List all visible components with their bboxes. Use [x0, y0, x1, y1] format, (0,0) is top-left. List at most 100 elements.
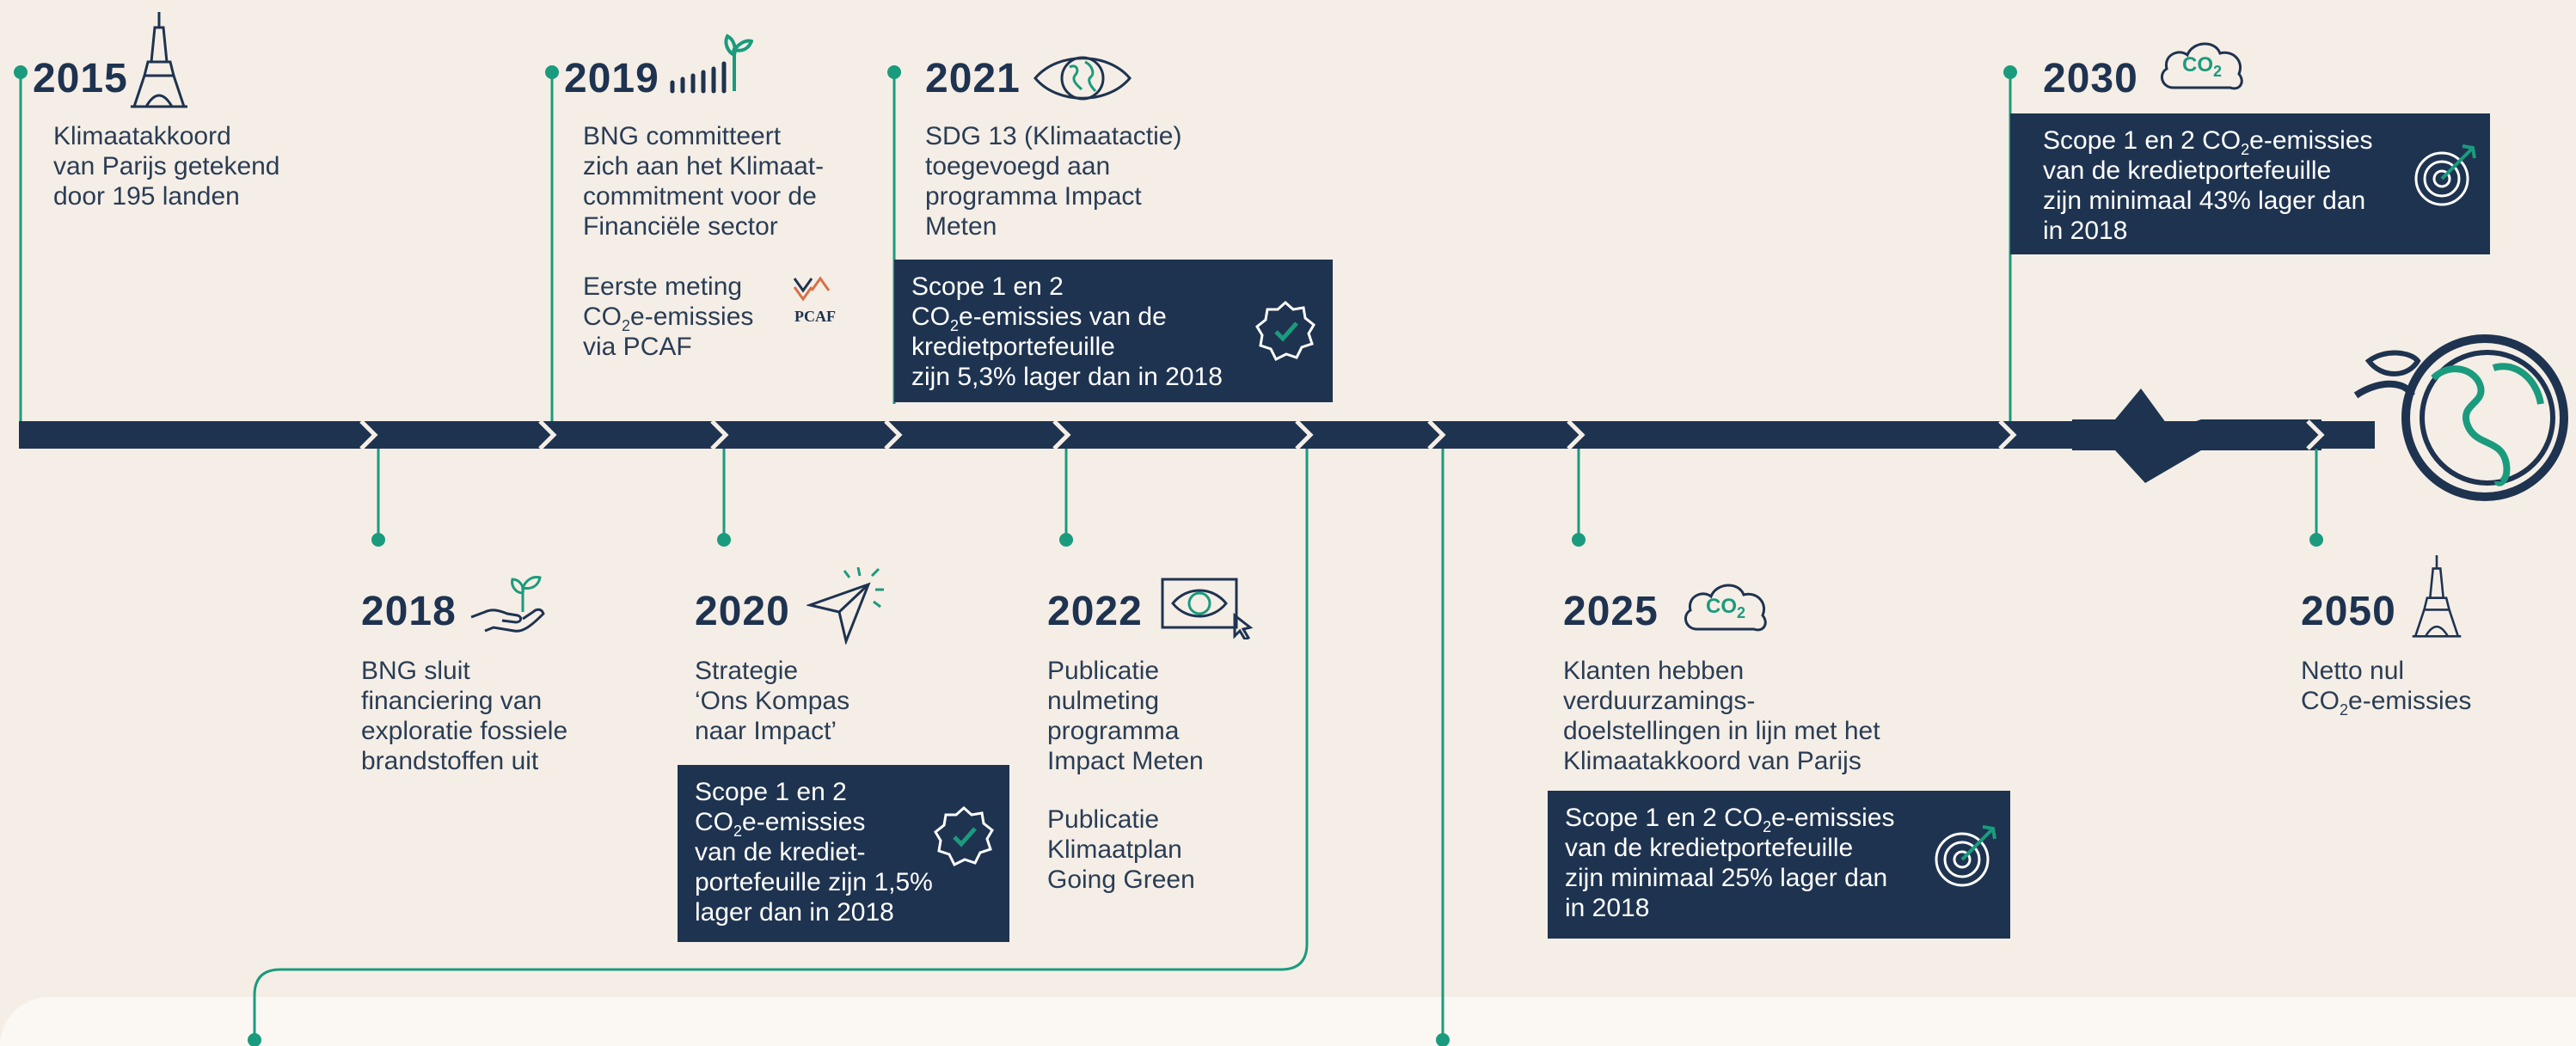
text-line: in 2018	[1565, 894, 1650, 922]
text-line: van de krediet-	[695, 838, 866, 866]
paper-plane-icon	[807, 567, 884, 645]
pcaf-logo-label: PCAF	[794, 308, 836, 325]
co2-cloud-icon: CO2	[1680, 576, 1771, 638]
milestone-2019-text: BNG committeert zich aan het Klimaat- co…	[583, 121, 824, 242]
text-line: commitment voor de	[583, 182, 817, 211]
text-line: Going Green	[1047, 866, 1195, 894]
milestone-2020-text: Strategie ‘Ons Kompas naar Impact’	[695, 656, 849, 746]
text-line: toegevoegd aan	[925, 152, 1111, 180]
co2-label: CO2	[2182, 53, 2223, 80]
year-2021: 2021	[925, 56, 1021, 101]
text-line: zijn minimaal 25% lager dan	[1565, 864, 1888, 892]
text-line: Financiële sector	[583, 212, 778, 241]
eiffel-tower-icon	[2412, 555, 2462, 638]
text-line: Scope 1 en 2	[695, 778, 847, 806]
screen-eye-icon	[1161, 578, 1254, 639]
text-line: lager dan in 2018	[695, 898, 894, 927]
text-line: nulmeting	[1047, 687, 1160, 715]
text-line: Eerste meting	[583, 272, 743, 301]
timeline-break	[2072, 388, 2321, 483]
text-line: verduurzamings-	[1563, 687, 1756, 715]
text-line: CO2e-emissies	[2301, 687, 2472, 719]
text-line: doelstellingen in lijn met het	[1563, 717, 1880, 745]
bottom-panel	[0, 997, 2576, 1046]
milestone-2018-text: BNG sluit financiering van exploratie fo…	[361, 656, 567, 776]
box-text: Scope 1 en 2 CO2e-emissies van de kredie…	[2043, 125, 2373, 246]
text-line: Impact Meten	[1047, 747, 1204, 775]
eye-globe-icon	[1033, 56, 1132, 101]
target-icon	[1935, 825, 1996, 887]
year-2050: 2050	[2301, 589, 2396, 634]
text-line: BNG sluit	[361, 657, 470, 685]
text-line: Netto nul	[2301, 657, 2405, 685]
milestone-2021-box: Scope 1 en 2 CO2e-emissies van de kredie…	[894, 260, 1333, 402]
text-line: kredietportefeuille	[911, 333, 1115, 361]
text-line: CO2e-emissies	[583, 303, 754, 334]
milestone-2050-text: Netto nul CO2e-emissies	[2301, 656, 2472, 719]
text-line: Strategie	[695, 657, 799, 685]
milestone-2022-subtext: Publicatie Klimaatplan Going Green	[1047, 804, 1195, 895]
text-line: Scope 1 en 2 CO2e-emissies	[2043, 126, 2373, 158]
milestone-2021-text: SDG 13 (Klimaatactie) toegevoegd aan pro…	[925, 121, 1181, 242]
globe-icon	[2353, 334, 2568, 501]
text-line: SDG 13 (Klimaatactie)	[925, 122, 1182, 150]
connector-dots	[14, 65, 2323, 1046]
year-2015: 2015	[33, 56, 128, 101]
box-text: Scope 1 en 2 CO2e-emissies van de kredie…	[911, 272, 1223, 392]
text-line: van Parijs getekend	[53, 152, 280, 180]
text-line: BNG committeert	[583, 122, 782, 150]
text-line: programma	[1047, 717, 1180, 745]
check-badge-icon	[1255, 300, 1316, 362]
target-icon	[2414, 144, 2476, 206]
text-line: brandstoffen uit	[361, 747, 539, 775]
check-badge-icon	[934, 805, 994, 867]
milestone-2019-subtext: Eerste meting CO2e-emissies via PCAF	[583, 272, 753, 362]
box-text: Scope 1 en 2 CO2e-emissies van de kredie…	[1565, 803, 1895, 923]
co2-cloud-icon: CO2	[2156, 34, 2248, 96]
text-line: Scope 1 en 2	[911, 272, 1064, 301]
milestone-2030-box: Scope 1 en 2 CO2e-emissies van de kredie…	[2010, 113, 2490, 254]
timeline-chevrons	[359, 419, 2325, 450]
text-line: Meten	[925, 212, 997, 241]
text-line: Scope 1 en 2 CO2e-emissies	[1565, 804, 1895, 835]
text-line: Klimaatakkoord van Parijs	[1563, 747, 1861, 775]
text-line: Klimaatakkoord	[53, 122, 231, 150]
text-line: ‘Ons Kompas	[695, 687, 850, 715]
text-line: van de kredietportefeuille	[1565, 834, 1854, 862]
hand-sprout-icon	[470, 576, 545, 633]
text-line: via PCAF	[583, 333, 692, 361]
year-2020: 2020	[695, 589, 790, 634]
text-line: door 195 landen	[53, 182, 240, 211]
milestone-2022-text: Publicatie nulmeting programma Impact Me…	[1047, 656, 1204, 776]
milestone-2025-text: Klanten hebben verduurzamings- doelstell…	[1563, 656, 1880, 776]
eiffel-tower-icon	[131, 12, 187, 108]
pcaf-logo-icon	[793, 276, 831, 302]
text-line: naar Impact’	[695, 717, 837, 745]
text-line: CO2e-emissies	[695, 808, 866, 840]
timeline-bar	[19, 421, 2375, 449]
text-line: CO2e-emissies van de	[911, 303, 1167, 334]
text-line: zijn minimaal 43% lager dan	[2043, 187, 2366, 215]
text-line: Klanten hebben	[1563, 657, 1745, 685]
text-line: in 2018	[2043, 217, 2128, 245]
milestone-2025-box: Scope 1 en 2 CO2e-emissies van de kredie…	[1548, 791, 2010, 939]
year-2030: 2030	[2043, 56, 2138, 101]
year-2022: 2022	[1047, 589, 1143, 634]
year-2019: 2019	[564, 56, 659, 101]
text-line: zijn 5,3% lager dan in 2018	[911, 363, 1223, 391]
text-line: exploratie fossiele	[361, 717, 568, 745]
milestone-2015-text: Klimaatakkoord van Parijs getekend door …	[53, 121, 280, 211]
year-2025: 2025	[1563, 589, 1659, 634]
text-line: financiering van	[361, 687, 543, 715]
text-line: portefeuille zijn 1,5%	[695, 868, 933, 896]
text-line: Publicatie	[1047, 657, 1160, 685]
milestone-2020-box: Scope 1 en 2 CO2e-emissies van de kredie…	[678, 765, 1009, 942]
text-line: programma Impact	[925, 182, 1142, 211]
text-line: Publicatie	[1047, 805, 1160, 834]
text-line: van de kredietportefeuille	[2043, 156, 2332, 185]
co2-label: CO2	[1706, 595, 1746, 621]
box-text: Scope 1 en 2 CO2e-emissies van de kredie…	[695, 777, 933, 927]
growth-bars-icon	[670, 34, 753, 94]
